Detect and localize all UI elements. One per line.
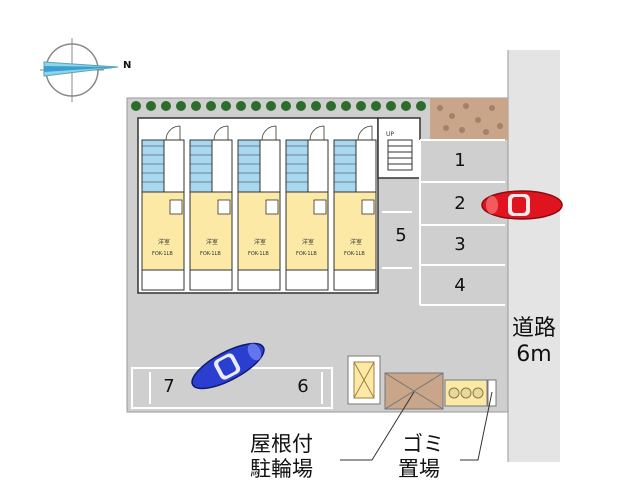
- tree-icon: [416, 101, 426, 111]
- apartment-unit: 洋室 FOK-1LB: [189, 125, 233, 291]
- blue-car-icon: [191, 342, 265, 390]
- apartment-units: 洋室 FOK-1LB 洋室 FOK-1LB 洋室 FOK-1LB 洋室 FOK-1LB 洋室 FO…: [141, 125, 377, 291]
- tree-icon: [371, 101, 381, 111]
- tree-icon: [386, 101, 396, 111]
- callout-leaders: [340, 391, 493, 461]
- apartment-unit: 洋室 FOK-1LB: [333, 125, 377, 291]
- tree-icon: [356, 101, 366, 111]
- tree-icon: [191, 101, 201, 111]
- room-area-label: FOK-1LB: [200, 251, 221, 257]
- tree-icon: [131, 101, 141, 111]
- compass-rose-icon: [40, 38, 119, 102]
- garbage-line2: 置場: [398, 457, 440, 481]
- garbage-callout: ゴミ 置場: [398, 432, 444, 482]
- room-label: 洋室: [206, 238, 218, 246]
- tree-icon: [281, 101, 291, 111]
- road-label-line1: 道路: [511, 316, 556, 341]
- tree-icon: [161, 101, 171, 111]
- parking-space-2: 2: [454, 193, 466, 214]
- parking-space-1: 1: [454, 150, 466, 171]
- tree-icon: [341, 101, 351, 111]
- bike-parking-line2: 駐輪場: [250, 457, 313, 481]
- room-label: 洋室: [254, 238, 266, 246]
- parking-space-5: 5: [395, 225, 407, 246]
- red-car-icon: [481, 190, 563, 220]
- svg-text:UP: UP: [386, 131, 394, 138]
- garbage-line1: ゴミ: [402, 432, 444, 456]
- tree-icon: [146, 101, 156, 111]
- parking-space-7: 7: [163, 376, 175, 397]
- tree-icon: [206, 101, 216, 111]
- tree-icon: [326, 101, 336, 111]
- apartment-unit: 洋室 FOK-1LB: [237, 125, 281, 291]
- flowerbed-pattern: [437, 103, 503, 135]
- room-label: 洋室: [158, 238, 170, 246]
- room-label: 洋室: [302, 238, 314, 246]
- room-area-label: FOK-1LB: [344, 251, 365, 257]
- road: [508, 50, 560, 462]
- tree-row: [131, 101, 426, 111]
- bike-parking-callout: 屋根付 駐輪場: [250, 432, 313, 482]
- road-label: 道路 6m: [504, 316, 564, 368]
- parking-space-6: 6: [297, 376, 309, 397]
- tree-icon: [401, 101, 411, 111]
- tree-icon: [221, 101, 231, 111]
- parking-stall-lines: [419, 139, 505, 306]
- room-area-label: FOK-1LB: [248, 251, 269, 257]
- tree-icon: [176, 101, 186, 111]
- room-area-label: FOK-1LB: [296, 251, 317, 257]
- tree-icon: [296, 101, 306, 111]
- compass-north-label: N: [123, 60, 132, 71]
- tree-icon: [311, 101, 321, 111]
- tree-icon: [236, 101, 246, 111]
- parking-space-3: 3: [454, 234, 466, 255]
- tree-icon: [266, 101, 276, 111]
- tree-icon: [251, 101, 261, 111]
- apartment-unit: 洋室 FOK-1LB: [285, 125, 329, 291]
- room-label: 洋室: [350, 238, 362, 246]
- flowerbed: [430, 98, 508, 140]
- bike-parking-line1: 屋根付: [250, 432, 313, 456]
- apartment-unit: 洋室 FOK-1LB: [141, 125, 185, 291]
- room-area-label: FOK-1LB: [152, 251, 173, 257]
- parking-space-4: 4: [454, 275, 466, 296]
- road-width-label: 6m: [516, 342, 552, 367]
